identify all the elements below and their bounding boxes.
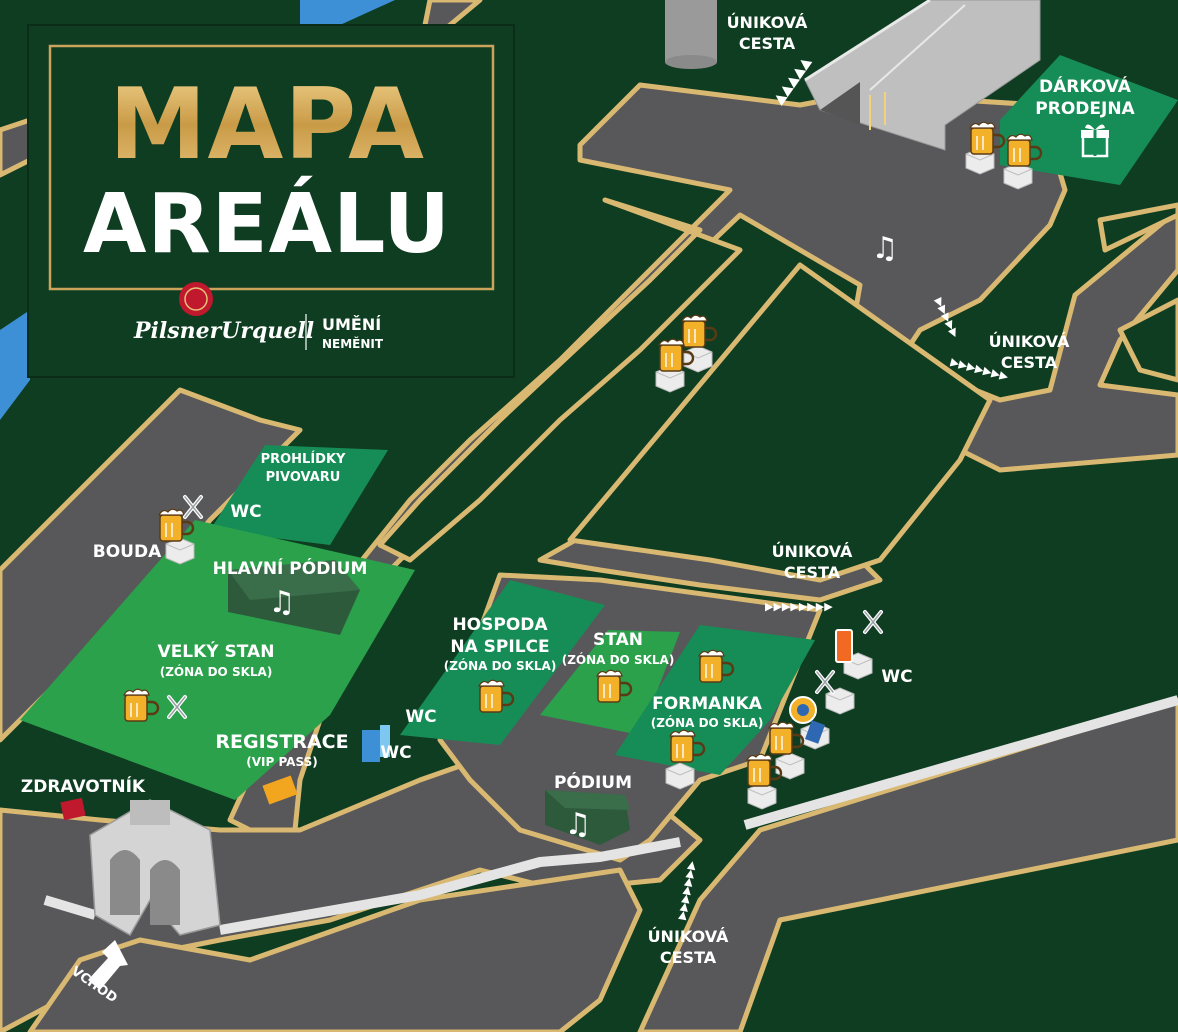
podium-stage: ♫ [545, 790, 630, 845]
zone-formanka [615, 625, 815, 775]
registrace-box [262, 775, 298, 805]
walls [43, 695, 1178, 935]
river [0, 0, 395, 420]
brand-logo-text: PilsnerUrquell [133, 318, 314, 344]
tower [665, 0, 717, 62]
hospoda-label-1: HOSPODA [452, 615, 548, 635]
slogan-line2: NEMĚNIT [322, 336, 384, 351]
velky-stan-label: VELKÝ STAN [158, 640, 275, 662]
entrance-gate [89, 799, 221, 937]
escape-route-label-2: CESTA [739, 34, 796, 53]
wc-label: WC [380, 743, 411, 763]
velky-stan-sub: (ZÓNA DO SKLA) [160, 664, 273, 679]
music-note-icon: ♫ [872, 231, 899, 266]
escape-route-label-2: CESTA [660, 948, 717, 967]
hospoda-label-2: NA SPILCE [450, 637, 549, 657]
map-labels: WC BOUDA HLAVNÍ PÓDIUM VELKÝ STAN (ZÓNA … [21, 13, 1136, 1006]
main-stage: ♫ [228, 560, 360, 635]
zone-darkova-prodejna [1000, 55, 1178, 185]
formanka-label: FORMANKA [652, 694, 763, 714]
svg-text:▶▶▶▶▶▶▶▶: ▶▶▶▶▶▶▶▶ [765, 600, 833, 613]
tent-building [804, 0, 1041, 151]
drink-glass-icon [835, 629, 853, 663]
prohlidky-label-1: PROHLÍDKY [261, 451, 346, 467]
wc-label: WC [405, 707, 436, 727]
wc-booth [362, 730, 380, 762]
escape-route-label-2: CESTA [1001, 353, 1058, 372]
medic-box-icon [60, 797, 86, 821]
escape-route-label-2: CESTA [784, 563, 841, 582]
slogan-line1: UMĚNÍ [322, 315, 381, 334]
stan-label: STAN [593, 630, 643, 650]
map-title-line2: AREÁLU [83, 175, 451, 272]
darkova-label-1: DÁRKOVÁ [1039, 75, 1132, 97]
map-title-line1: MAPA [109, 68, 425, 182]
pilsner-badge [789, 696, 817, 724]
prohlidky-label-2: PIVOVARU [266, 470, 341, 485]
stan-sub: (ZÓNA DO SKLA) [562, 652, 675, 667]
hospoda-sub: (ZÓNA DO SKLA) [444, 658, 557, 673]
zone-hospoda [400, 580, 605, 745]
pilsner-seal-logo [179, 282, 213, 316]
zone-prohlidky: PROHLÍDKY PIVOVARU [210, 445, 388, 545]
darkova-label-2: PRODEJNA [1035, 99, 1135, 119]
escape-route-label-1: ÚNIKOVÁ [989, 332, 1070, 351]
wc-booth [380, 725, 390, 757]
formanka-sub: (ZÓNA DO SKLA) [651, 715, 764, 730]
green-blocks [377, 197, 1178, 583]
zdravotnik-label: ZDRAVOTNÍK [21, 775, 146, 797]
escape-route-label-1: ÚNIKOVÁ [648, 927, 729, 946]
wc-label: WC [230, 502, 261, 522]
music-note-icon: ♫ [269, 585, 296, 620]
title-panel: MAPA AREÁLU PilsnerUrquell UMĚNÍ NEMĚNIT [27, 24, 515, 378]
escape-route-label-1: ÚNIKOVÁ [772, 542, 853, 561]
gift-icon [1081, 124, 1109, 158]
registrace-label: REGISTRACE [215, 731, 348, 753]
wc-label: WC [881, 667, 912, 687]
podium-label: PÓDIUM [554, 771, 632, 793]
bouda-label: BOUDA [93, 542, 162, 562]
music-note-icon: ♫ [565, 807, 592, 842]
escape-route-label-1: ÚNIKOVÁ [727, 13, 808, 32]
registrace-sub: (VIP PASS) [246, 755, 317, 769]
hlavni-podium-label: HLAVNÍ PÓDIUM [213, 557, 368, 579]
entrance-arrow-icon [88, 940, 128, 990]
